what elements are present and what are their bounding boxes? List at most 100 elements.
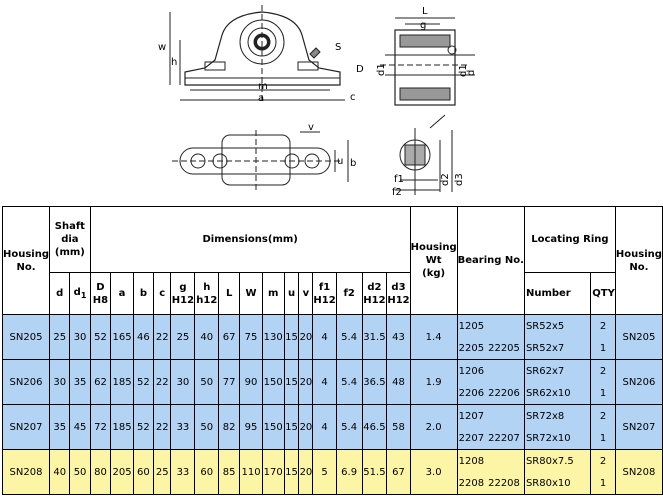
technical-drawings: w h S m a L g D d1 d1 d c v u b — [158, 5, 477, 198]
cell-u: 15 — [283, 359, 300, 405]
cell-g: 25 — [170, 314, 196, 360]
cell-d3: 43 — [386, 314, 411, 360]
header-col-v: v — [298, 272, 314, 315]
drawing-label-b: b — [350, 158, 356, 169]
header-ring-number: Number — [523, 272, 592, 315]
cell-a: 165 — [110, 314, 134, 360]
drawing-label-d1-side: d1 — [376, 63, 387, 76]
ring-detail-drawing — [395, 114, 453, 195]
drawing-label-d2: d2 — [440, 173, 451, 186]
drawing-label-d1-right: d1 — [458, 64, 469, 77]
cell-D: 62 — [89, 359, 112, 405]
cell-a: 185 — [110, 404, 134, 450]
cell-d: 40 — [49, 449, 71, 495]
cell-b: 46 — [132, 314, 154, 360]
cell-d3: 67 — [386, 449, 411, 495]
cell-wt: 3.0 — [409, 449, 458, 495]
front-view-drawing — [169, 5, 345, 104]
drawing-label-l: L — [422, 6, 428, 17]
cell-W: 75 — [239, 314, 263, 360]
cell-d2: 51.5 — [361, 449, 388, 495]
cell-h: 40 — [194, 314, 220, 360]
cell-g: 33 — [170, 449, 196, 495]
header-col-a: a — [110, 272, 134, 315]
header-dimensions: Dimensions(mm) — [89, 206, 411, 273]
cell-m: 150 — [261, 404, 285, 450]
cell-b: 52 — [132, 359, 154, 405]
drawing-label-v: v — [308, 122, 314, 133]
cell-d2: 31.5 — [361, 314, 388, 360]
cell-a: 205 — [110, 449, 134, 495]
cell-d2: 36.5 — [361, 359, 388, 405]
cell-b: 60 — [132, 449, 154, 495]
header-col-u: u — [283, 272, 300, 315]
cell-housing-right: SN207 — [614, 404, 663, 450]
cell-housing: SN208 — [1, 449, 51, 495]
cell-v: 20 — [298, 314, 314, 360]
header-col-L: L — [218, 272, 241, 315]
cell-D: 80 — [89, 449, 112, 495]
cell-d: 30 — [49, 359, 71, 405]
section-view-drawing — [380, 17, 475, 106]
cell-f1: 5 — [312, 449, 337, 495]
cell-d1: 45 — [69, 404, 91, 450]
top-view-drawing — [172, 130, 349, 192]
cell-W: 110 — [239, 449, 263, 495]
cell-f1: 4 — [312, 359, 337, 405]
drawing-label-d3: d3 — [454, 173, 465, 186]
cell-wt: 2.0 — [409, 404, 458, 450]
cell-housing: SN207 — [1, 404, 51, 450]
cell-L: 85 — [218, 449, 241, 495]
cell-d: 35 — [49, 404, 71, 450]
cell-m: 170 — [261, 449, 285, 495]
drawing-label-g: g — [420, 20, 426, 31]
cell-g: 33 — [170, 404, 196, 450]
header-col-m: m — [261, 272, 285, 315]
drawing-label-d-side: d — [466, 70, 477, 76]
cell-D: 72 — [89, 404, 112, 450]
drawing-label-s: S — [335, 42, 341, 53]
cell-m: 130 — [261, 314, 285, 360]
drawing-label-f2: f2 — [392, 187, 402, 198]
header-bearing-no: Bearing No. — [456, 206, 525, 315]
header-col-d: d — [49, 272, 71, 315]
cell-f2: 5.4 — [335, 404, 363, 450]
drawing-label-dd: D — [356, 64, 364, 75]
header-col-f2: f2 — [335, 272, 363, 315]
cell-d1: 35 — [69, 359, 91, 405]
cell-h: 50 — [194, 359, 220, 405]
cell-housing-right: SN205 — [614, 314, 663, 360]
cell-c: 25 — [152, 449, 172, 495]
header-col-d1: d1 — [69, 272, 91, 315]
drawing-label-c: c — [350, 92, 356, 103]
cell-f1: 4 — [312, 314, 337, 360]
cell-wt: 1.9 — [409, 359, 458, 405]
cell-u: 15 — [283, 404, 300, 450]
cell-wt: 1.4 — [409, 314, 458, 360]
cell-W: 90 — [239, 359, 263, 405]
cell-L: 82 — [218, 404, 241, 450]
header-ring-qty: QTY — [590, 272, 616, 315]
cell-v: 20 — [298, 404, 314, 450]
drawing-label-m: m — [258, 81, 268, 92]
